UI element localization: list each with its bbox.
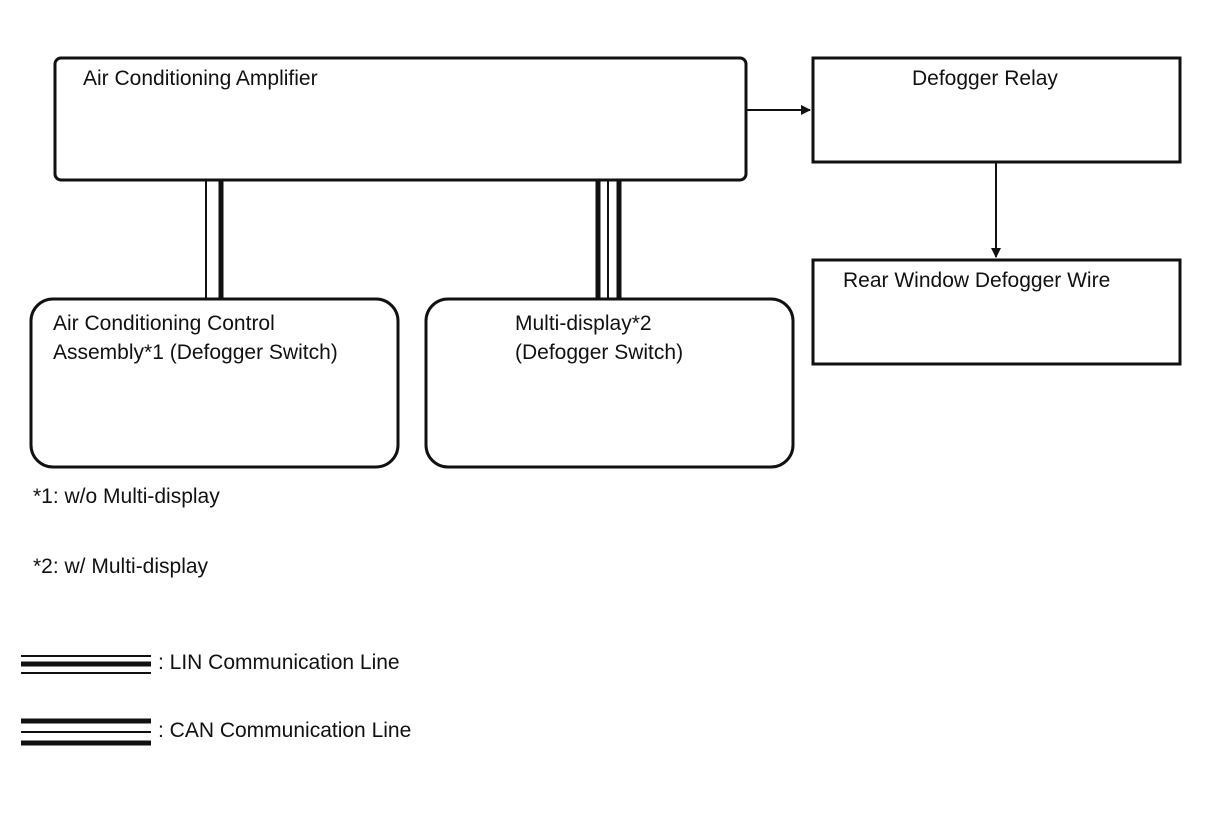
control-assembly-label-line1: Air Conditioning Control	[53, 312, 275, 335]
lin-line-amplifier-to-control	[205, 181, 224, 298]
relay-label: Defogger Relay	[912, 67, 1058, 90]
defogger-wire-box	[811, 258, 1182, 366]
multi-display-label-line2: (Defogger Switch)	[515, 341, 684, 364]
footnote-1: *1: w/o Multi-display	[33, 485, 220, 508]
amplifier-label: Air Conditioning Amplifier	[83, 67, 318, 90]
control-assembly-label-line2: Assembly*1 (Defogger Switch)	[53, 341, 338, 364]
relay-box	[811, 56, 1182, 164]
multi-display-label-line1: Multi-display*2	[515, 312, 652, 335]
multi-display-box	[424, 297, 795, 469]
can-legend-symbol	[21, 718, 151, 746]
control-assembly-box	[29, 297, 400, 469]
can-line-amplifier-to-multidisplay	[595, 181, 622, 298]
can-legend-label: : CAN Communication Line	[158, 719, 412, 742]
amplifier-box	[53, 56, 748, 182]
lin-legend-symbol	[21, 655, 151, 674]
footnote-2: *2: w/ Multi-display	[33, 555, 209, 578]
defogger-wire-label: Rear Window Defogger Wire	[843, 269, 1111, 292]
lin-legend-label: : LIN Communication Line	[158, 651, 400, 674]
